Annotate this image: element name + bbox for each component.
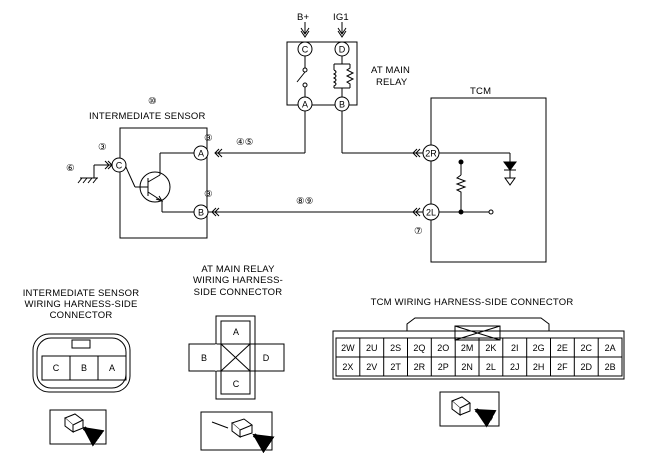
sensor-title: INTERMEDIATE SENSOR	[89, 111, 206, 122]
tcm-connector-cell: 2U	[366, 343, 378, 353]
sensor-connector-title-2: WIRING HARNESS-SIDE	[24, 299, 137, 310]
tcm-box	[430, 97, 547, 263]
relay-connector-cell-c: C	[233, 379, 240, 389]
tcm-connector-cell: 2I	[511, 343, 519, 353]
relay-pin-c: C	[297, 41, 313, 57]
svg-text:2L: 2L	[426, 208, 436, 218]
sensor-pin-a: A	[193, 145, 209, 161]
sensor-pin-b: B	[193, 204, 209, 220]
tcm-connector-cell: 2M	[461, 343, 474, 353]
tcm-connector-cell: 2T	[390, 362, 401, 372]
relay-label-line2: RELAY	[376, 77, 408, 88]
svg-text:D: D	[339, 45, 346, 55]
tcm-connector-cell: 2K	[485, 343, 496, 353]
tcm-connector-cell: 2Q	[413, 343, 425, 353]
sensor-connector-title-1: INTERMEDIATE SENSOR	[23, 288, 140, 299]
ground-icon	[77, 177, 98, 184]
bplus-wire	[300, 22, 310, 38]
tcm-connector-cell: 2E	[557, 343, 568, 353]
tcm-connector-face	[332, 317, 625, 380]
svg-text:C: C	[116, 161, 123, 171]
ref-4-5: ④⑤	[236, 137, 253, 148]
tcm-connector-cell: 2G	[533, 343, 545, 353]
sensor-number: ⑩	[148, 96, 157, 107]
tcm-connector-row-2: 2X 2V 2T 2R 2P 2N 2L 2J 2H 2F 2D 2B	[342, 362, 615, 372]
svg-text:A: A	[198, 149, 204, 159]
transistor-icon	[124, 152, 200, 213]
relay-connector-cell-a: A	[233, 327, 239, 337]
tcm-internal-circuit	[438, 152, 517, 215]
tcm-connector-cell: 2B	[605, 362, 616, 372]
ig1-label: IG1	[333, 12, 349, 23]
tcm-connector-cell: 2A	[605, 343, 616, 353]
ref-3-sensor-c: ③	[98, 142, 107, 153]
svg-text:B: B	[339, 100, 345, 110]
tcm-connector-cell: 2L	[486, 362, 496, 372]
svg-text:B: B	[198, 208, 204, 218]
relay-connector-cell-b: B	[201, 353, 207, 363]
sensor-box	[119, 127, 208, 239]
at-main-relay	[286, 41, 358, 106]
tcm-connector-cell: 2R	[414, 362, 426, 372]
sensor-pin-c: C	[111, 157, 127, 173]
sensor-connector-face	[32, 333, 131, 393]
relay-label-line1: AT MAIN	[371, 65, 410, 76]
tcm-connector-cell: 2C	[581, 343, 593, 353]
svg-text:A: A	[302, 100, 308, 110]
sensor-connector-cell-a: A	[109, 363, 115, 373]
tcm-pin-2l: 2L	[422, 203, 440, 221]
tcm-connector-cell: 2F	[557, 362, 568, 372]
relay-pin-a: A	[297, 96, 313, 112]
tcm-connector-cell: 2X	[342, 362, 353, 372]
svg-text:2R: 2R	[425, 149, 437, 159]
bplus-label: B+	[297, 12, 310, 23]
relay-connector-title-3: SIDE CONNECTOR	[194, 287, 283, 298]
relay-connector-face	[188, 315, 285, 400]
tcm-connector-cell: 2P	[438, 362, 449, 372]
ref-3-sensor-a: ③	[204, 133, 213, 144]
svg-text:C: C	[302, 45, 309, 55]
ref-7: ⑦	[414, 226, 423, 237]
sensor-connector-cell-c: C	[53, 363, 60, 373]
ground-wire	[93, 160, 113, 178]
wire-relay-a-to-sensor-a	[214, 111, 306, 158]
tcm-connector-row-1: 2W 2U 2S 2Q 2O 2M 2K 2I 2G 2E 2C 2A	[341, 343, 615, 353]
connector-view-icon	[200, 411, 275, 454]
relay-pin-d: D	[334, 41, 350, 57]
tcm-connector-cell: 2D	[581, 362, 593, 372]
connector-view-icon	[49, 409, 107, 447]
tcm-connector-cell: 2O	[437, 343, 449, 353]
tcm-label: TCM	[470, 86, 491, 97]
tcm-pin-2r: 2R	[422, 144, 440, 162]
connector-view-icon	[439, 391, 500, 428]
sensor-connector-title-3: CONNECTOR	[50, 310, 113, 321]
tcm-connector-cell: 2S	[390, 343, 401, 353]
relay-pin-b: B	[334, 96, 350, 112]
tcm-connector-cell: 2N	[461, 362, 473, 372]
relay-connector-title-1: AT MAIN RELAY	[201, 264, 275, 275]
ig1-wire	[337, 22, 347, 38]
wire-sensor-b-to-tcm-2l	[208, 207, 423, 217]
tcm-connector-cell: 2J	[510, 362, 520, 372]
tcm-connector-cell: 2H	[533, 362, 545, 372]
sensor-connector-cell-b: B	[81, 363, 87, 373]
wire-relay-b-to-tcm-2r	[341, 111, 423, 158]
ref-6-ground: ⑥	[66, 163, 75, 174]
relay-connector-title-2: WIRING HARNESS-	[193, 275, 283, 286]
relay-connector-cell-d: D	[263, 353, 270, 363]
tcm-connector-cell: 2V	[366, 362, 377, 372]
ref-8-9: ⑧⑨	[296, 196, 313, 207]
tcm-connector-title: TCM WIRING HARNESS-SIDE CONNECTOR	[371, 297, 574, 308]
ref-3-sensor-b: ③	[204, 189, 213, 200]
tcm-connector-cell: 2W	[341, 343, 355, 353]
